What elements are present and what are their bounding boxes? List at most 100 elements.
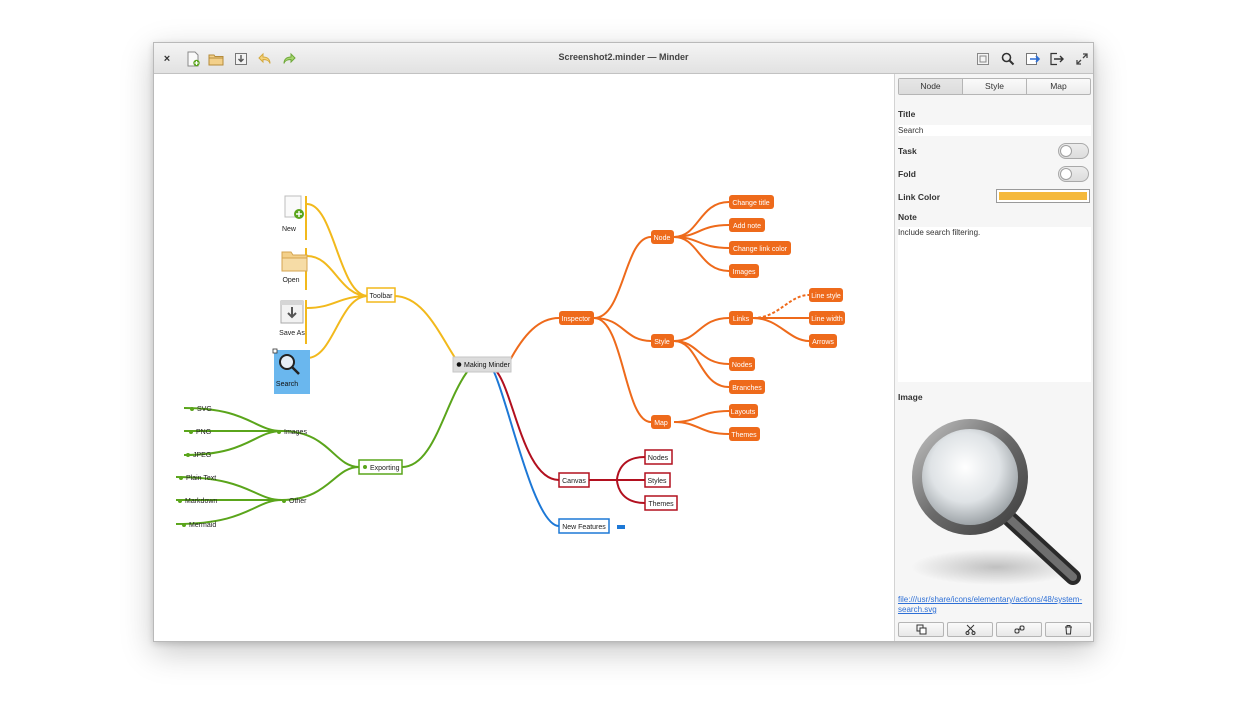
node-links[interactable]: Links	[729, 311, 753, 325]
cut-button[interactable]	[947, 622, 993, 637]
node-actions-bar	[898, 622, 1091, 637]
link-color-swatch	[999, 192, 1087, 200]
node-canvas-themes-label: Themes	[648, 501, 674, 508]
node-root-label: Making Minder	[464, 362, 511, 369]
export-icon[interactable]	[1024, 50, 1042, 68]
node-markdown[interactable]: Markdown	[178, 498, 217, 505]
title-field[interactable]: Search	[898, 125, 1091, 136]
node-mermaid-label: Mermaid	[189, 522, 216, 529]
node-canvas-label: Canvas	[562, 478, 586, 485]
node-open[interactable]: Open	[281, 251, 308, 284]
node-arrows[interactable]: Arrows	[809, 334, 837, 348]
node-plain-text[interactable]: Plain Text	[179, 475, 216, 482]
node-add-note-label: Add note	[733, 223, 761, 230]
fold-label: Fold	[898, 169, 916, 179]
save-as-icon[interactable]	[232, 50, 250, 68]
node-change-link-color-label: Change link color	[733, 246, 788, 253]
image-label: Image	[898, 392, 923, 402]
node-root[interactable]: Making Minder	[452, 356, 512, 373]
node-markdown-label: Markdown	[185, 498, 217, 505]
image-path-link[interactable]: file:///usr/share/icons/elementary/actio…	[898, 595, 1083, 614]
open-folder-icon[interactable]	[207, 50, 225, 68]
node-line-width-label: Line width	[811, 316, 843, 323]
node-canvas-themes[interactable]: Themes	[644, 495, 678, 511]
note-label: Note	[898, 212, 917, 222]
inspector-tabs: Node Style Map	[898, 78, 1091, 95]
search-icon[interactable]	[999, 50, 1017, 68]
fullscreen-icon[interactable]	[1073, 50, 1091, 68]
tab-node[interactable]: Node	[899, 79, 963, 94]
node-canvas[interactable]: Canvas	[558, 472, 590, 488]
delete-button[interactable]	[1045, 622, 1091, 637]
tab-style[interactable]: Style	[963, 79, 1027, 94]
new-document-icon[interactable]	[184, 50, 202, 68]
node-map-themes[interactable]: Themes	[729, 427, 760, 441]
node-canvas-styles[interactable]: Styles	[644, 472, 671, 488]
node-search-label: Search	[276, 381, 298, 388]
title-label: Title	[898, 109, 916, 119]
node-mermaid[interactable]: Mermaid	[182, 522, 216, 529]
node-inspector-label: Inspector	[562, 316, 591, 323]
close-button[interactable]: ×	[163, 53, 171, 65]
node-jpeg-label: JPEG	[193, 452, 211, 459]
node-svg[interactable]: SVG	[190, 406, 212, 413]
node-images-export[interactable]: Images	[277, 429, 307, 436]
node-search-selected[interactable]: Search	[272, 348, 310, 394]
node-change-title-label: Change title	[732, 200, 769, 207]
node-new-label: New	[282, 226, 297, 233]
node-exporting[interactable]: Exporting	[358, 459, 403, 475]
node-jpeg[interactable]: JPEG	[186, 452, 211, 459]
undo-icon[interactable]	[256, 50, 274, 68]
fold-switch[interactable]	[1058, 166, 1089, 182]
note-textarea[interactable]: Include search filtering.	[898, 227, 1091, 382]
node-png[interactable]: PNG	[189, 429, 211, 436]
node-save-as[interactable]: Save As	[279, 300, 305, 337]
node-change-link-color[interactable]: Change link color	[729, 241, 791, 255]
task-switch[interactable]	[1058, 143, 1089, 159]
node-node[interactable]: Node	[651, 230, 674, 244]
node-style[interactable]: Style	[651, 334, 674, 348]
node-images-label: Images	[733, 269, 756, 276]
node-images[interactable]: Images	[729, 264, 759, 278]
node-style-nodes-label: Nodes	[732, 362, 753, 369]
titlebar: × Screenshot2.minder — Minder	[154, 43, 1093, 74]
node-other[interactable]: Other	[282, 498, 307, 505]
mindmap-canvas[interactable]: Toolbar New Open Save As	[154, 74, 894, 641]
node-add-note[interactable]: Add note	[729, 218, 765, 232]
node-other-label: Other	[289, 498, 307, 505]
import-icon[interactable]	[1048, 50, 1066, 68]
zoom-fit-icon[interactable]	[974, 50, 992, 68]
node-map-label: Map	[654, 420, 668, 427]
node-new-features[interactable]: New Features	[558, 518, 625, 534]
node-toolbar[interactable]: Toolbar	[366, 287, 396, 303]
node-inspector[interactable]: Inspector	[559, 311, 594, 325]
link-button[interactable]	[996, 622, 1042, 637]
node-line-style-label: Line style	[811, 293, 841, 300]
cut-icon	[965, 624, 975, 635]
node-image[interactable]	[898, 407, 1091, 592]
node-change-title[interactable]: Change title	[729, 195, 774, 209]
redo-icon[interactable]	[280, 50, 298, 68]
node-layouts[interactable]: Layouts	[729, 404, 758, 418]
node-png-label: PNG	[196, 429, 211, 436]
node-links-label: Links	[733, 316, 750, 323]
link-icon	[1014, 625, 1024, 634]
node-arrows-label: Arrows	[812, 339, 834, 346]
node-new[interactable]: New	[282, 195, 304, 233]
node-line-width[interactable]: Line width	[809, 311, 845, 325]
app-window: × Screenshot2.minder — Minder	[153, 42, 1094, 642]
node-branches-label: Branches	[732, 385, 762, 392]
node-branches[interactable]: Branches	[729, 380, 765, 394]
tab-map[interactable]: Map	[1050, 81, 1067, 91]
copy-button[interactable]	[898, 622, 944, 637]
node-map[interactable]: Map	[651, 415, 671, 429]
node-canvas-nodes[interactable]: Nodes	[644, 449, 673, 465]
node-line-style[interactable]: Line style	[809, 288, 843, 302]
node-style-nodes[interactable]: Nodes	[729, 357, 755, 371]
link-color-label: Link Color	[898, 192, 941, 202]
node-open-label: Open	[282, 277, 299, 284]
copy-icon	[916, 624, 926, 635]
node-exporting-label: Exporting	[370, 465, 400, 472]
link-color-button[interactable]	[996, 189, 1090, 203]
node-images-export-label: Images	[284, 429, 307, 436]
